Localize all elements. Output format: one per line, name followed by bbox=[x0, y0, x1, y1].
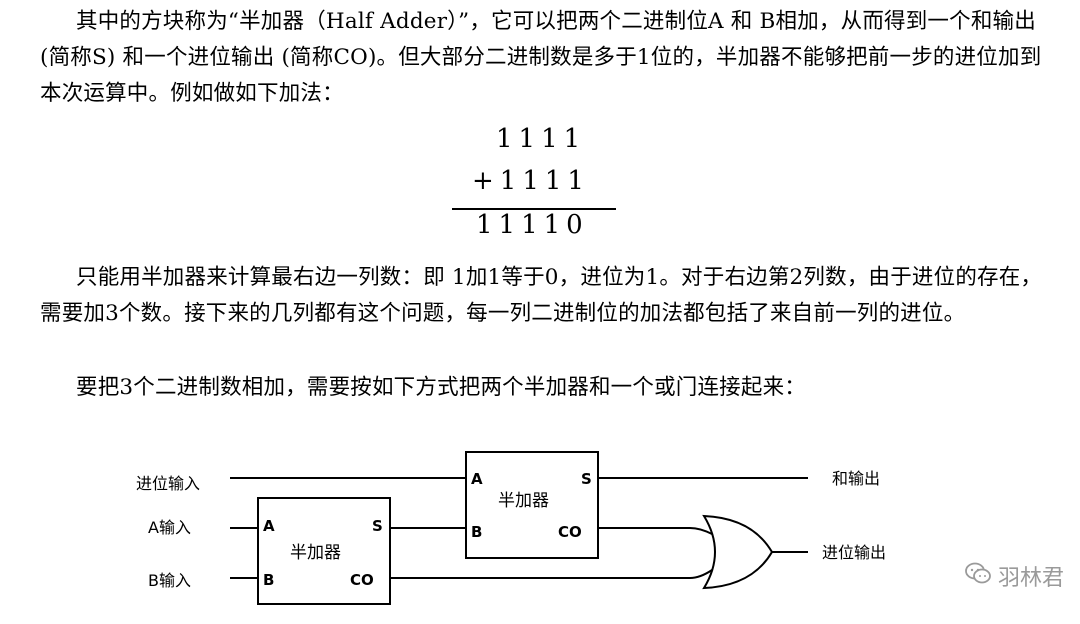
addend-b: +1111 bbox=[472, 166, 590, 196]
wechat-icon bbox=[964, 561, 992, 591]
label-carry-input: 进位输入 bbox=[136, 474, 200, 493]
ha1-pin-s: S bbox=[372, 517, 383, 535]
wires bbox=[230, 477, 808, 579]
addend-a: 1111 bbox=[496, 124, 587, 154]
ha2-pin-a: A bbox=[471, 470, 483, 488]
half-adder-2 bbox=[465, 451, 599, 559]
ha2-pin-b: B bbox=[471, 523, 482, 541]
sum-rule-line bbox=[452, 208, 616, 210]
label-carry-output: 进位输出 bbox=[822, 543, 886, 562]
label-b-input: B输入 bbox=[148, 571, 191, 590]
sum-result: 11110 bbox=[476, 210, 589, 240]
ha2-title: 半加器 bbox=[498, 491, 549, 511]
ha2-pin-s: S bbox=[581, 470, 592, 488]
or-gate bbox=[702, 514, 774, 590]
ha1-pin-co: CO bbox=[350, 571, 374, 589]
full-adder-diagram: 进位输入 A输入 B输入 A B S CO 半加器 A B S CO 半加器 和… bbox=[136, 451, 886, 605]
ha2-pin-co: CO bbox=[558, 523, 582, 541]
paragraph-carry-explain: 只能用半加器来计算最右边一列数：即 1加1等于0，进位为1。对于右边第2列数，由… bbox=[40, 265, 1043, 326]
label-sum-output: 和输出 bbox=[832, 469, 880, 488]
label-a-input: A输入 bbox=[148, 518, 191, 537]
paragraph-intro: 其中的方块称为“半加器（Half Adder）”，它可以把两个二进制位A 和 B… bbox=[40, 9, 1042, 106]
half-adder-1 bbox=[257, 497, 391, 605]
watermark-text: 羽林君 bbox=[997, 566, 1064, 591]
ha1-title: 半加器 bbox=[290, 543, 341, 563]
watermark: 羽林君 bbox=[964, 560, 1064, 592]
ha1-pin-b: B bbox=[263, 571, 274, 589]
ha1-pin-a: A bbox=[263, 517, 275, 535]
paragraph-full-adder-intro: 要把3个二进制数相加，需要按如下方式把两个半加器和一个或门连接起来： bbox=[76, 375, 806, 400]
